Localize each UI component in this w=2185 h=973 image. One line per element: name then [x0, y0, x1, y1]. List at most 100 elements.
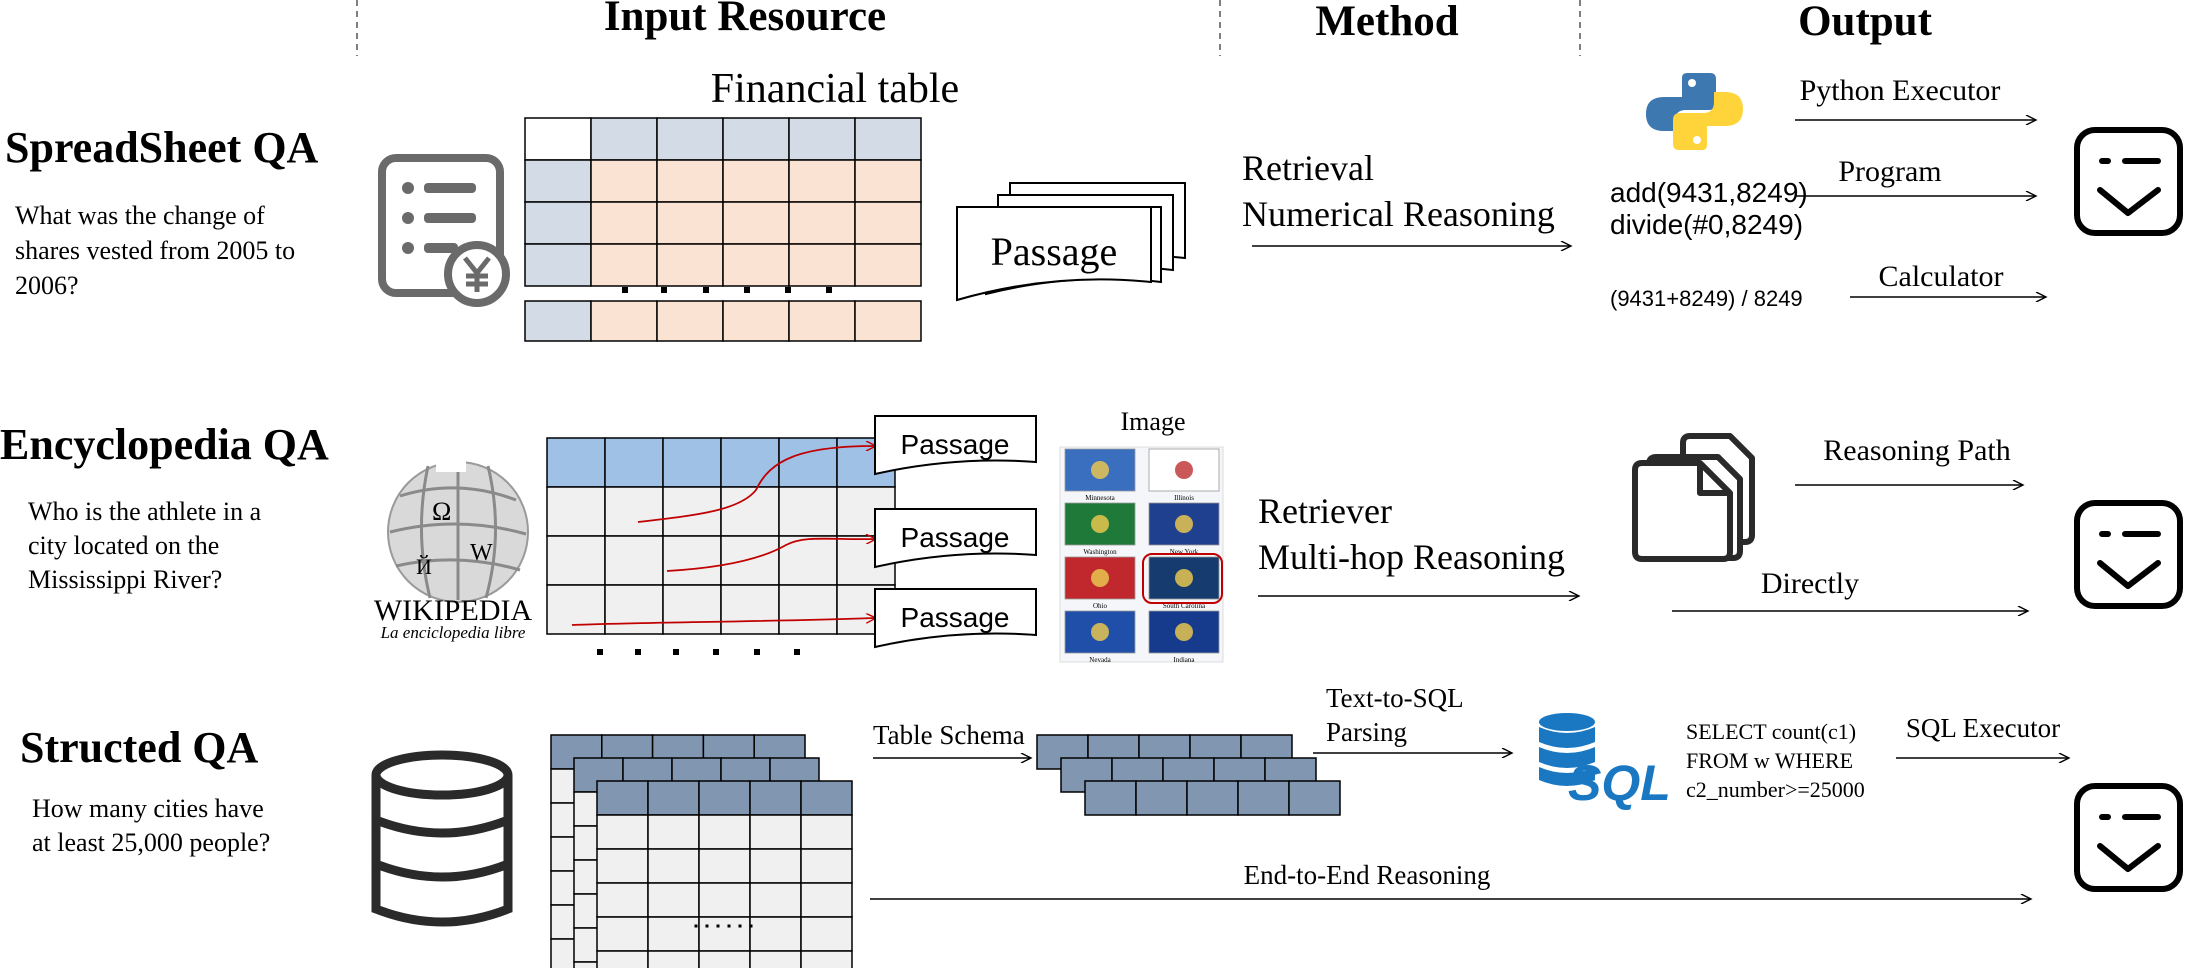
wiki-table-cell: [662, 584, 722, 635]
table-schema-label: Table Schema: [873, 720, 1025, 750]
flag-caption: New York: [1170, 548, 1199, 556]
structured-table-cell: [749, 916, 802, 952]
wiki-table-cell: [720, 584, 780, 635]
wiki-table-cell: [778, 584, 838, 635]
structured-table-cell: [698, 916, 751, 952]
financial-table-cell: [590, 159, 658, 203]
wiki-passage-label-1: Passage: [901, 429, 1010, 460]
structured-table-cell: [698, 848, 751, 884]
parsing-line-2: Parsing: [1326, 717, 1407, 747]
structured-table-cell: [596, 780, 649, 816]
output-program-label: Program: [1838, 155, 1941, 188]
program-line-1: add(9431,8249): [1610, 177, 1808, 208]
wiki-table-cell: [546, 486, 606, 537]
ellipsis-dot: [635, 649, 641, 655]
ellipsis-dot: [703, 287, 709, 293]
wiki-table-cell: [662, 535, 722, 586]
financial-table-cell: [656, 159, 724, 203]
flag-emblem: [1091, 515, 1109, 533]
passage-links: [571, 446, 875, 626]
wiki-table-cell: [604, 486, 664, 537]
financial-table-cell: [524, 117, 592, 161]
structured-table-cell: [596, 950, 649, 973]
financial-table-total-cell: [788, 300, 856, 342]
checkmark-box-icon: [2074, 500, 2183, 609]
spreadsheet-question-line-1: What was the change of: [15, 201, 265, 230]
financial-table-cell: [788, 201, 856, 245]
structured-table-cell: [749, 848, 802, 884]
financial-table-cell: [656, 201, 724, 245]
header-input-resource: Input Resource: [604, 0, 886, 40]
structured-table-cell: [698, 950, 751, 973]
financial-table-cell: [788, 117, 856, 161]
wiki-passage-label-3: Passage: [901, 602, 1010, 633]
encyclopedia-question-line-3: Mississippi River?: [28, 565, 222, 594]
ellipsis-dot: [661, 287, 667, 293]
schema-cell: [1084, 780, 1137, 816]
selected-flag-highlight: [1142, 553, 1223, 604]
structured-question-line-1: How many cities have: [32, 794, 264, 823]
structured-table-cell: [749, 882, 802, 918]
financial-table-total-cell: [854, 300, 922, 342]
sql-query-line-2: FROM w WHERE: [1686, 748, 1853, 773]
wiki-table-cell: [546, 584, 606, 635]
schema-cell: [1237, 780, 1290, 816]
wikipedia-wordmark: WIKIPEDIA: [374, 594, 533, 627]
sql-query-line-3: c2_number>=25000: [1686, 777, 1865, 802]
svg-text:Й: Й: [416, 554, 432, 579]
financial-table-cell: [524, 201, 592, 245]
financial-document-yen-icon: [378, 154, 510, 307]
row-spreadsheet-qa: SpreadSheet QA What was the change of sh…: [5, 66, 2045, 342]
flag-caption: Nevada: [1089, 656, 1111, 664]
column-separators: [356, 0, 1581, 56]
sql-logo-text: SQL: [1568, 755, 1671, 811]
end-to-end-reasoning-label: End-to-End Reasoning: [1244, 860, 1491, 890]
financial-table-title: Financial table: [711, 66, 959, 112]
structured-table-cell: [800, 950, 853, 973]
flag-caption: Indiana: [1174, 656, 1196, 664]
structured-table-cell: [749, 950, 802, 973]
flag-emblem: [1091, 461, 1109, 479]
structured-table-cell: [800, 848, 853, 884]
wiki-table-cell: [720, 535, 780, 586]
spreadsheet-question-line-3: 2006?: [15, 271, 79, 300]
method-multi-hop-reasoning: Multi-hop Reasoning: [1258, 537, 1565, 577]
structured-table-cell: [647, 916, 700, 952]
financial-table-cell: [854, 201, 922, 245]
financial-table-cell: [788, 159, 856, 203]
structured-table-cell: [800, 916, 853, 952]
wiki-table-cell: [546, 437, 606, 488]
encyclopedia-question-line-1: Who is the athlete in a: [28, 497, 262, 526]
ellipsis-dot: [785, 287, 791, 293]
structured-table-ellipsis: [694, 924, 753, 928]
parsing-line-1: Text-to-SQL: [1326, 683, 1464, 713]
financial-table-cell: [722, 117, 790, 161]
documents-stack-icon: [1632, 433, 1755, 562]
wiki-passage-3: Passage: [874, 588, 1037, 649]
wiki-table-cell: [604, 437, 664, 488]
financial-table-cell: [656, 243, 724, 287]
wiki-passage-1: Passage: [874, 415, 1037, 476]
wiki-table-cell: [778, 437, 838, 488]
financial-table: [524, 117, 922, 342]
passage-label: Passage: [991, 229, 1118, 274]
ellipsis-dot: [826, 287, 832, 293]
flag-emblem: [1175, 461, 1193, 479]
financial-table-cell: [524, 243, 592, 287]
financial-table-cell: [854, 243, 922, 287]
schema-cell: [1186, 780, 1239, 816]
output-reasoning-path: Reasoning Path: [1823, 434, 2011, 467]
ellipsis-dot: [673, 649, 679, 655]
svg-text:W: W: [470, 540, 493, 566]
structured-table-cell: [647, 950, 700, 973]
financial-table-ellipsis: [622, 287, 832, 293]
financial-table-cell: [722, 159, 790, 203]
financial-table-cell: [590, 117, 658, 161]
flag-caption: Minnesota: [1085, 494, 1115, 502]
structured-table-cell: [596, 882, 649, 918]
program-line-2: divide(#0,8249): [1610, 209, 1803, 240]
row-structured-qa: Structed QA How many cities have at leas…: [20, 683, 2068, 973]
ellipsis-dot: [713, 649, 719, 655]
encyclopedia-qa-title: Encyclopedia QA: [0, 420, 329, 469]
structured-table-cell: [698, 814, 751, 850]
